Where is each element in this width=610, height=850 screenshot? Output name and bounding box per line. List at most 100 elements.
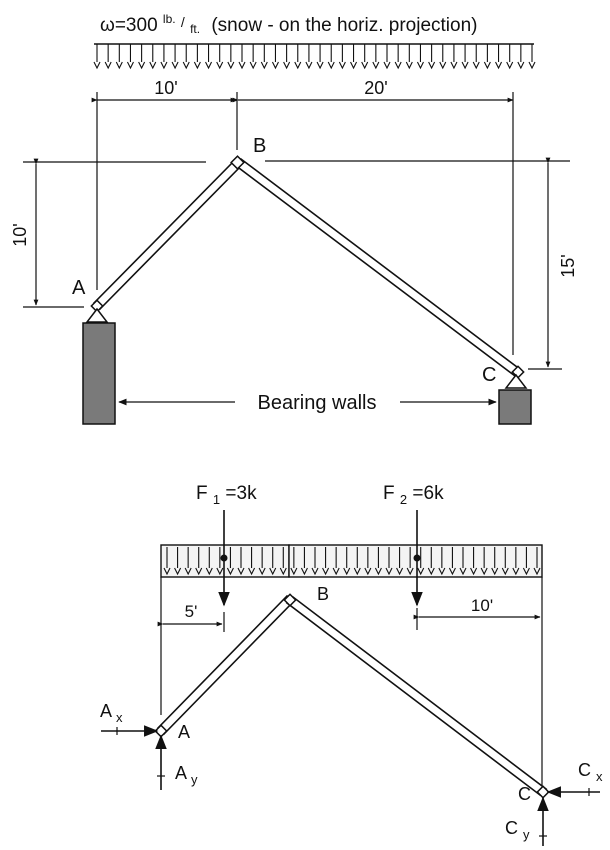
top-load-arrow-head <box>372 61 380 70</box>
load-prefix: ω=300 <box>100 15 158 36</box>
ay-letter: A <box>175 763 187 783</box>
f2-centroid-dot <box>413 554 421 562</box>
bottom-load-arrow-head <box>438 567 446 576</box>
bottom-load-arrow-head <box>491 567 499 576</box>
pin-support-c <box>504 373 528 389</box>
dim-right-height-label: 15' <box>558 254 578 277</box>
bottom-load-arrow-head <box>216 567 224 576</box>
top-load-arrow-head <box>283 61 291 70</box>
top-load-arrow-head <box>104 61 112 70</box>
f1-centroid-dot <box>220 554 228 562</box>
bottom-load-arrow-head <box>237 567 245 576</box>
top-load-arrow-head <box>149 61 157 70</box>
bottom-load-arrow-head <box>374 567 382 576</box>
bottom-load-arrow-head <box>385 567 393 576</box>
bottom-load-arrow-head <box>226 567 234 576</box>
bottom-figure: F 1 =3k F 2 =6k 5' 10' <box>100 483 603 846</box>
member-bc <box>233 157 523 378</box>
top-load-arrow-head <box>138 61 146 70</box>
bottom-load-arrow-head <box>279 567 287 576</box>
top-load-arrow-head <box>416 61 424 70</box>
bottom-load-arrow-head <box>480 567 488 576</box>
bearing-wall-a <box>82 322 116 425</box>
cy-label: C y <box>505 818 530 842</box>
bottom-load-arrow-head <box>364 567 372 576</box>
cy-letter: C <box>505 818 518 838</box>
label-a-bottom: A <box>178 722 190 742</box>
top-load-arrows <box>93 44 536 70</box>
dim-f1-label: 5' <box>185 602 198 621</box>
ay-sub: y <box>191 772 198 787</box>
label-b-top: B <box>253 135 266 157</box>
ax-letter: A <box>100 701 112 721</box>
top-load-arrow-head <box>506 61 514 70</box>
bottom-load-arrow-head <box>163 567 171 576</box>
bottom-load-arrow-head <box>248 567 256 576</box>
top-figure: ω=300 lb. / ft. (snow - on the horiz. pr… <box>10 12 578 425</box>
dim-ab-label: 10' <box>154 78 177 98</box>
bottom-load-arrow-head <box>501 567 509 576</box>
top-load-arrow-head <box>171 61 179 70</box>
bottom-load-arrow-head <box>417 567 425 576</box>
bottom-load-arrow-head <box>427 567 435 576</box>
label-c-top: C <box>482 364 496 386</box>
joint-b <box>230 155 245 170</box>
bottom-load-arrow-head <box>322 567 330 576</box>
top-load-arrow-head <box>294 61 302 70</box>
bottom-load-arrow-head <box>343 567 351 576</box>
ax-sub: x <box>116 710 123 725</box>
ay-label: A y <box>175 763 198 787</box>
top-load-arrow-head <box>517 61 525 70</box>
top-load-arrow-head <box>361 61 369 70</box>
top-load-arrow-head <box>338 61 346 70</box>
bottom-load-arrow-head <box>512 567 520 576</box>
top-load-arrow-head <box>249 61 257 70</box>
f1-value: =3k <box>225 483 257 504</box>
top-load-arrow-head <box>216 61 224 70</box>
bottom-load-arrow-head <box>533 567 541 576</box>
member-ab-bottom <box>156 594 295 736</box>
bottom-load-arrows <box>163 547 541 576</box>
bottom-load-arrow-head <box>406 567 414 576</box>
bottom-load-arrow-head <box>174 567 182 576</box>
top-load-arrow-head <box>439 61 447 70</box>
member-ab <box>92 158 243 311</box>
top-load-arrow-head <box>383 61 391 70</box>
bottom-load-arrow-head <box>195 567 203 576</box>
label-a-top: A <box>72 277 86 299</box>
load-suffix: (snow - on the horiz. projection) <box>211 15 477 36</box>
bottom-load-arrow-head <box>311 567 319 576</box>
load-unit-slash: / <box>181 14 185 30</box>
bottom-load-arrow-head <box>184 567 192 576</box>
dim-left-height-label: 10' <box>10 223 30 246</box>
top-load-arrow-head <box>260 61 268 70</box>
top-load-arrow-head <box>126 61 134 70</box>
dim-bc-label: 20' <box>364 78 387 98</box>
joint-a <box>90 299 104 313</box>
top-load-arrow-head <box>227 61 235 70</box>
bearing-wall-c <box>498 389 532 425</box>
bottom-load-arrow-head <box>396 567 404 576</box>
f2-value: =6k <box>412 483 444 504</box>
bottom-load-arrow-head <box>290 567 298 576</box>
load-unit-top: lb. <box>163 12 176 26</box>
top-load-arrow-head <box>405 61 413 70</box>
bottom-load-arrow-head <box>332 567 340 576</box>
top-load-arrow-head <box>115 61 123 70</box>
top-load-arrow-head <box>93 61 101 70</box>
f1-letter: F <box>196 483 208 504</box>
bottom-load-arrow-head <box>205 567 213 576</box>
f2-letter: F <box>383 483 395 504</box>
ax-label: A x <box>100 701 123 725</box>
top-load-arrow-head <box>472 61 480 70</box>
load-unit-bottom: ft. <box>190 22 200 36</box>
f1-sub: 1 <box>213 492 220 507</box>
dim-f2-label: 10' <box>471 596 493 615</box>
f2-sub: 2 <box>400 492 407 507</box>
top-load-arrow-head <box>193 61 201 70</box>
joint-c-bottom <box>536 785 550 799</box>
top-load-arrow-head <box>528 61 536 70</box>
f2-label: F 2 =6k <box>383 483 444 509</box>
bottom-load-arrow-head <box>258 567 266 576</box>
